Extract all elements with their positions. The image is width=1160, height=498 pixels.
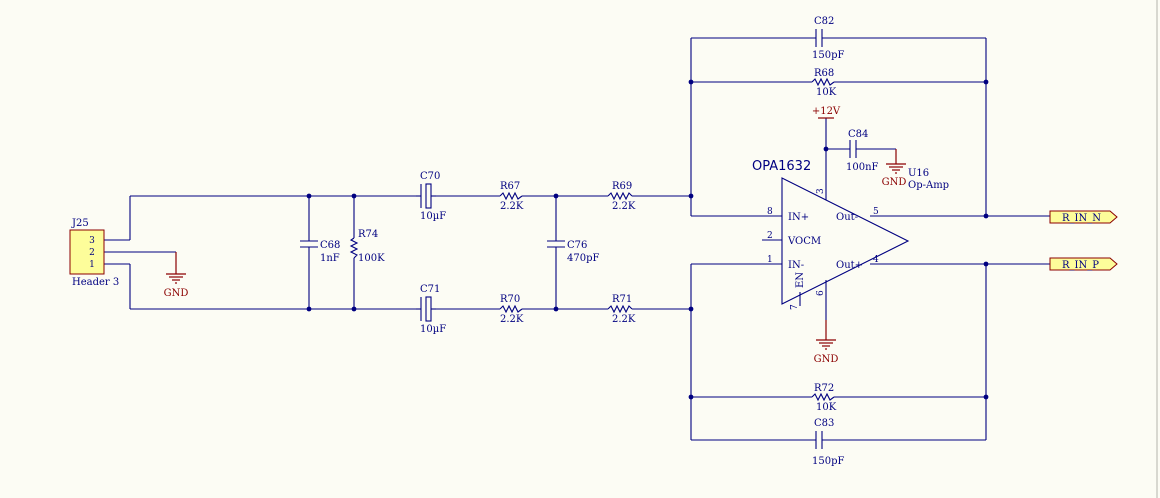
r69-ref: R69 xyxy=(612,181,632,192)
pin-name-vocm: VOCM xyxy=(787,236,821,247)
r72-ref: R72 xyxy=(814,383,834,394)
junction-dots xyxy=(306,79,989,400)
c71-ref: C71 xyxy=(420,284,440,295)
c70-ref: C70 xyxy=(420,171,440,182)
c71-value: 10µF xyxy=(420,324,446,335)
c76-value: 470pF xyxy=(567,253,599,264)
supply-label: +12V xyxy=(812,106,841,117)
r67-ref: R67 xyxy=(500,181,520,192)
opamp-ref: U16 xyxy=(908,168,929,179)
header-pin-2: 2 xyxy=(89,248,95,258)
pin-num-out-minus: 5 xyxy=(873,207,879,217)
r74-ref: R74 xyxy=(358,229,378,240)
port-label-r-in-p: R_IN_P xyxy=(1062,260,1099,271)
r71-value: 2.2K xyxy=(612,314,636,325)
ground-symbol-c84: GND xyxy=(882,163,907,188)
ground-symbol-header: GND xyxy=(164,273,189,299)
pin-name-out-minus: Out- xyxy=(836,212,858,223)
opamp-u16: OPA1632 U16 Op-Amp IN+ VOCM IN- Out- Out… xyxy=(752,159,949,310)
pin-num-in-plus: 8 xyxy=(767,207,773,217)
pin-num-in-minus: 1 xyxy=(767,255,773,265)
c68-value: 1nF xyxy=(320,253,340,264)
r69-value: 2.2K xyxy=(612,201,636,212)
r74-value: 100K xyxy=(358,253,385,264)
header-name: Header 3 xyxy=(72,277,119,288)
header-pin-1: 1 xyxy=(89,260,95,270)
pin-name-in-minus: IN- xyxy=(788,260,804,271)
capacitor-c68: C68 1nF xyxy=(300,240,340,264)
c68-ref: C68 xyxy=(320,240,340,251)
resistor-r74: R74 100K xyxy=(349,229,385,264)
r67-value: 2.2K xyxy=(500,201,524,212)
supply-12v: +12V xyxy=(812,106,841,119)
capacitor-c76: C76 470pF xyxy=(547,240,599,264)
resistor-r72: R72 10K xyxy=(811,383,837,413)
r70-value: 2.2K xyxy=(500,314,524,325)
capacitor-c70: C70 10µF xyxy=(416,171,446,222)
r68-value: 10K xyxy=(816,87,837,98)
c70-value: 10µF xyxy=(420,211,446,222)
c84-ref: C84 xyxy=(848,129,868,140)
header-ref: J25 xyxy=(71,218,89,229)
c82-ref: C82 xyxy=(814,16,834,27)
r70-ref: R70 xyxy=(500,294,520,305)
pin-num-vs-minus: 6 xyxy=(816,290,826,296)
ground-symbol-opamp: GND xyxy=(814,339,839,365)
r68-ref: R68 xyxy=(814,68,834,79)
c82-value: 150pF xyxy=(812,50,844,61)
pin-num-vocm: 2 xyxy=(767,231,773,241)
pin-name-in-plus: IN+ xyxy=(788,212,809,223)
c83-ref: C83 xyxy=(814,418,834,429)
pin-num-vs-plus: 3 xyxy=(816,188,826,194)
gnd-label-c84: GND xyxy=(882,177,907,188)
capacitor-c83: C83 150pF xyxy=(812,418,844,467)
pin-num-out-plus: 4 xyxy=(873,255,879,265)
resistor-r68: R68 10K xyxy=(811,68,837,98)
c83-value: 150pF xyxy=(812,456,844,467)
resistor-r71: R71 2.2K xyxy=(607,294,636,325)
pin-name-en: EN xyxy=(795,272,806,288)
capacitor-c71: C71 10µF xyxy=(416,284,446,335)
port-r-in-p: R_IN_P xyxy=(1049,257,1118,271)
gnd-label-opamp: GND xyxy=(814,354,839,365)
resistor-r67: R67 2.2K xyxy=(499,181,524,212)
c84-value: 100nF xyxy=(846,162,879,173)
port-r-in-n: R_IN_N xyxy=(1049,210,1118,224)
pin-num-en: 7 xyxy=(790,304,800,310)
wires xyxy=(104,37,1050,441)
opamp-part: OPA1632 xyxy=(752,159,811,174)
r72-value: 10K xyxy=(816,402,837,413)
header-pin-3: 3 xyxy=(89,236,95,246)
header-j25: 3 2 1 J25 Header 3 xyxy=(69,218,119,288)
port-label-r-in-n: R_IN_N xyxy=(1062,213,1101,224)
r71-ref: R71 xyxy=(612,294,632,305)
opamp-type: Op-Amp xyxy=(908,180,949,191)
c76-ref: C76 xyxy=(567,240,587,251)
pin-name-out-plus: Out+ xyxy=(836,260,863,271)
gnd-label-header: GND xyxy=(164,288,189,299)
capacitor-c82: C82 150pF xyxy=(812,16,844,61)
capacitor-c84: C84 100nF xyxy=(846,129,879,173)
resistor-r69: R69 2.2K xyxy=(607,181,636,212)
resistor-r70: R70 2.2K xyxy=(499,294,524,325)
